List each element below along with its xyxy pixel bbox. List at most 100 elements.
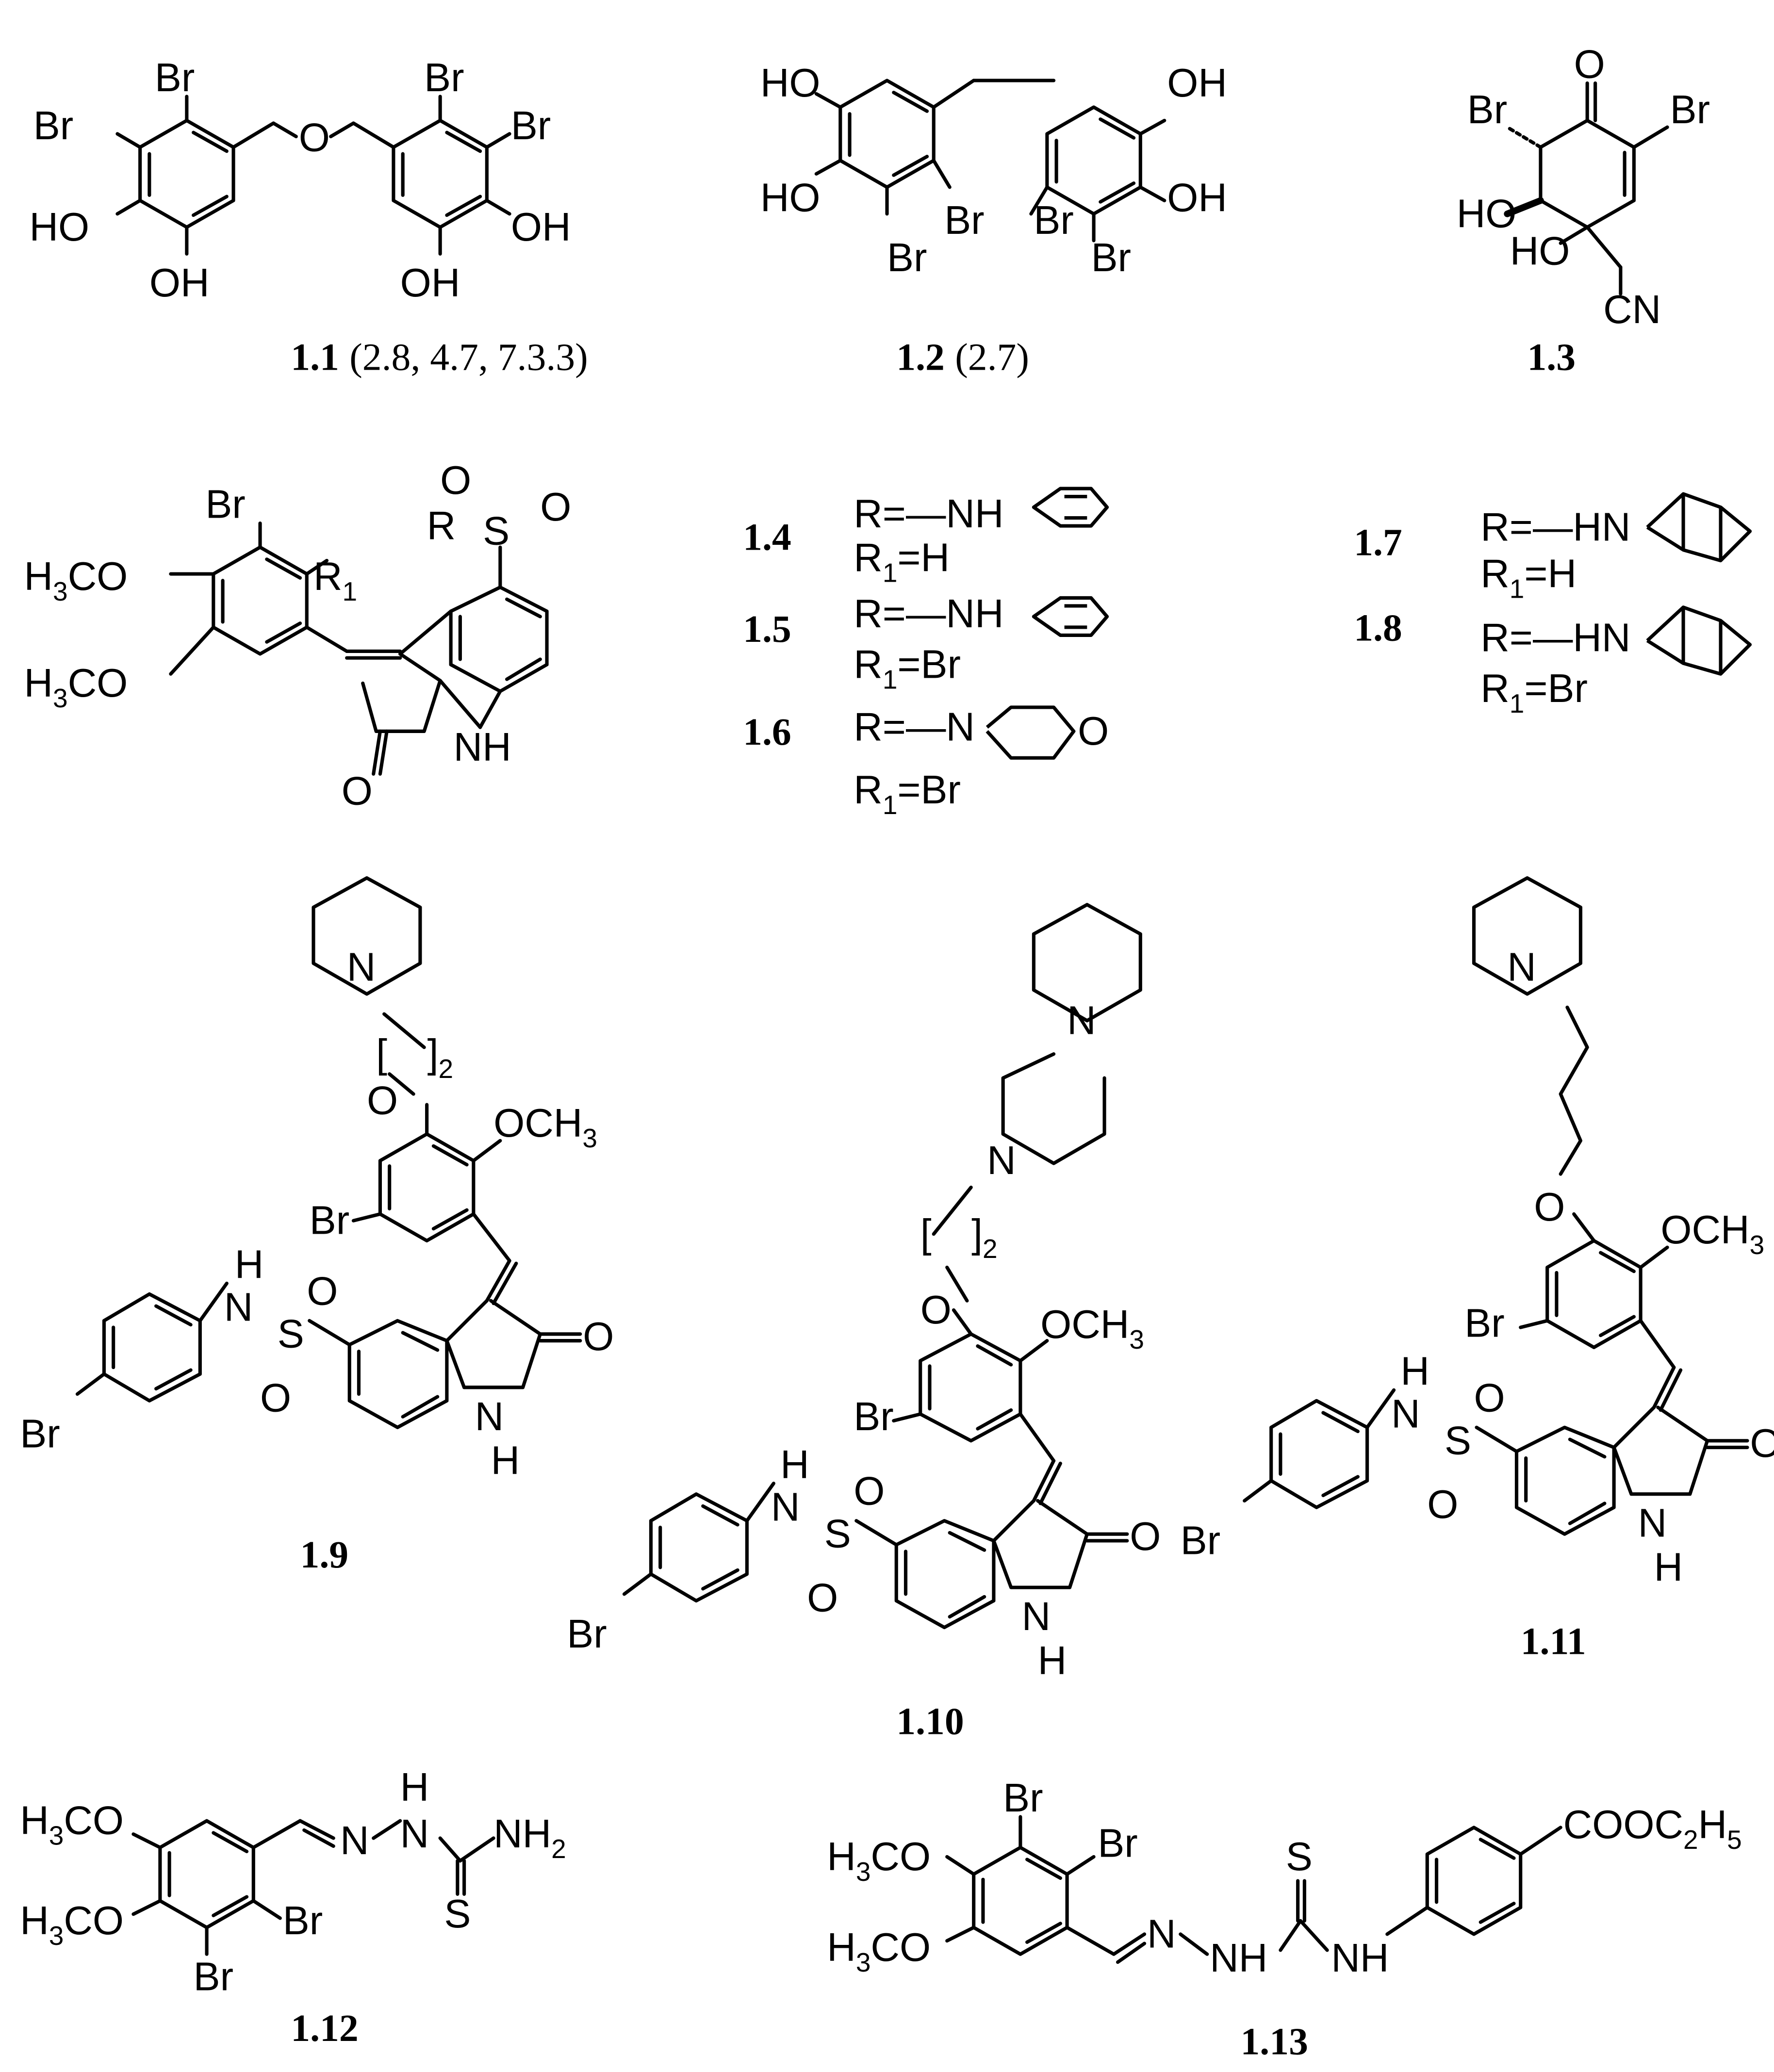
atom-o: O xyxy=(807,1576,838,1620)
svg-text:R=—N: R=—N xyxy=(854,705,975,750)
atom-h: H xyxy=(1038,1638,1067,1683)
atom-br: Br xyxy=(1181,1518,1220,1563)
atom-o: O xyxy=(307,1269,338,1313)
atom-h3co: H3CO xyxy=(24,554,128,606)
atom-n: N xyxy=(475,1394,504,1439)
atom-br: Br xyxy=(1464,1301,1504,1345)
svg-text:R=—NH: R=—NH xyxy=(854,591,1003,636)
svg-text:[]2: []2 xyxy=(376,1031,453,1084)
atom-br: Br xyxy=(283,1898,323,1943)
atom-n: N xyxy=(771,1485,800,1530)
atom-br: Br xyxy=(1034,198,1073,243)
atom-br: Br xyxy=(1098,1821,1137,1865)
atom-nh2: NH2 xyxy=(493,1811,566,1864)
atom-s: S xyxy=(444,1892,471,1936)
compound-refs: (2.8, 4.7, 7.3.3) xyxy=(349,336,588,378)
atom-br: Br xyxy=(944,198,984,243)
atom-br: Br xyxy=(205,482,245,527)
atom-h: H xyxy=(1400,1349,1429,1393)
atom-h3co: H3CO xyxy=(827,1834,931,1887)
atom-o: O xyxy=(1078,709,1109,753)
atom-h3co: H3CO xyxy=(20,1898,124,1951)
atom-o: O xyxy=(1130,1514,1161,1559)
atom-o: O xyxy=(367,1078,398,1123)
atom-r1: R1 xyxy=(313,554,357,606)
compound-label: 1.6 xyxy=(743,711,791,753)
compound-refs: (2.7) xyxy=(955,336,1029,378)
compound-label: 1.5 xyxy=(743,608,791,651)
compound-label: 1.12 xyxy=(291,2007,358,2050)
atom-h: H xyxy=(235,1242,264,1287)
svg-text:R1=Br: R1=Br xyxy=(854,767,961,820)
atom-br: Br xyxy=(20,1412,60,1456)
atom-s: S xyxy=(1286,1834,1313,1879)
svg-text:R=—NH: R=—NH xyxy=(854,491,1003,536)
atom-o: O xyxy=(1427,1482,1458,1527)
compound-1-11: N O OCH3 Br H N S O O O N H Br 1.11 xyxy=(1181,876,1774,1663)
atom-br: Br xyxy=(511,103,551,148)
atom-ho: HO xyxy=(1510,228,1570,273)
atom-o: O xyxy=(440,458,471,503)
atom-och3: OCH3 xyxy=(1040,1302,1144,1354)
atom-cn: CN xyxy=(1603,287,1661,332)
atom-n: N xyxy=(1022,1594,1051,1639)
atom-r: R xyxy=(427,504,456,548)
atom-o: O xyxy=(1574,42,1605,86)
atom-o: O xyxy=(540,485,571,529)
atom-n: N xyxy=(347,945,376,989)
atom-h3co: H3CO xyxy=(20,1798,124,1851)
atom-br: Br xyxy=(310,1198,349,1243)
atom-h3co: H3CO xyxy=(827,1925,931,1977)
compound-label: 1.9 xyxy=(300,1534,348,1576)
compound-label: 1.13 xyxy=(1240,2020,1308,2063)
compound-label: 1.4 xyxy=(743,516,791,559)
atom-h: H xyxy=(400,1765,429,1810)
atom-nh: NH xyxy=(454,725,511,769)
compound-label: 1.2 xyxy=(896,336,945,378)
atom-br: Br xyxy=(887,235,927,280)
compound-1-12: H3CO H3CO Br Br N H N NH2 S 1.12 xyxy=(20,1765,566,2050)
compound-label: 1.8 xyxy=(1354,606,1402,649)
compound-label: 1.11 xyxy=(1521,1620,1586,1663)
atom-s: S xyxy=(483,509,509,554)
atom-br: Br xyxy=(1003,1776,1043,1820)
atom-n: N xyxy=(340,1818,369,1863)
atom-n: N xyxy=(987,1138,1016,1183)
compound-1-2: HO HO Br Br Br Br OH OH 1.2 (2.7) xyxy=(760,61,1227,379)
atom-h3co: H3CO xyxy=(24,661,128,713)
substituent-table: 1.4 R=—NH R1=H 1.5 R=—NH R1=Br 1.6 R=—N … xyxy=(743,487,1752,820)
atom-ho: HO xyxy=(760,175,821,220)
svg-text:R=—HN: R=—HN xyxy=(1480,615,1630,660)
svg-text:R1=Br: R1=Br xyxy=(854,642,961,694)
atom-oh: OH xyxy=(149,261,210,305)
atom-br: Br xyxy=(155,55,195,100)
atom-o: O xyxy=(583,1314,614,1359)
compound-core-1-4-to-1-8: Br H3CO H3CO R1 R S O O O NH xyxy=(24,458,571,813)
atom-s: S xyxy=(824,1512,851,1556)
atom-h: H xyxy=(491,1438,520,1483)
svg-text:R1=H: R1=H xyxy=(1480,552,1577,604)
atom-cooc2h5: COOC2H5 xyxy=(1563,1802,1742,1855)
atom-br: Br xyxy=(1091,235,1131,280)
atom-n: N xyxy=(1507,945,1536,989)
atom-h: H xyxy=(780,1442,809,1487)
atom-ho: HO xyxy=(29,205,89,249)
atom-br: Br xyxy=(1467,87,1507,132)
svg-text:R1=H: R1=H xyxy=(854,536,950,588)
atom-o: O xyxy=(1474,1375,1505,1420)
compound-1-9: N []2 O OCH3 Br H N S O O O N H Br 1.9 xyxy=(20,876,614,1576)
atom-nh: NH xyxy=(1331,1936,1389,1980)
atom-n: N xyxy=(1638,1501,1667,1546)
atom-o: O xyxy=(1750,1421,1774,1466)
atom-br: Br xyxy=(424,55,464,100)
atom-och3: OCH3 xyxy=(1660,1207,1764,1260)
atom-o: O xyxy=(260,1375,291,1420)
atom-oh: OH xyxy=(1167,175,1227,220)
compound-label: 1.1 xyxy=(291,336,339,378)
atom-br: Br xyxy=(567,1612,607,1656)
compound-1-10: N N []2 O OCH3 Br H N S O O O N H Br 1.1… xyxy=(567,903,1161,1743)
compound-label: 1.3 xyxy=(1527,336,1576,378)
atom-o: O xyxy=(920,1288,952,1332)
atom-h: H xyxy=(1654,1545,1683,1589)
